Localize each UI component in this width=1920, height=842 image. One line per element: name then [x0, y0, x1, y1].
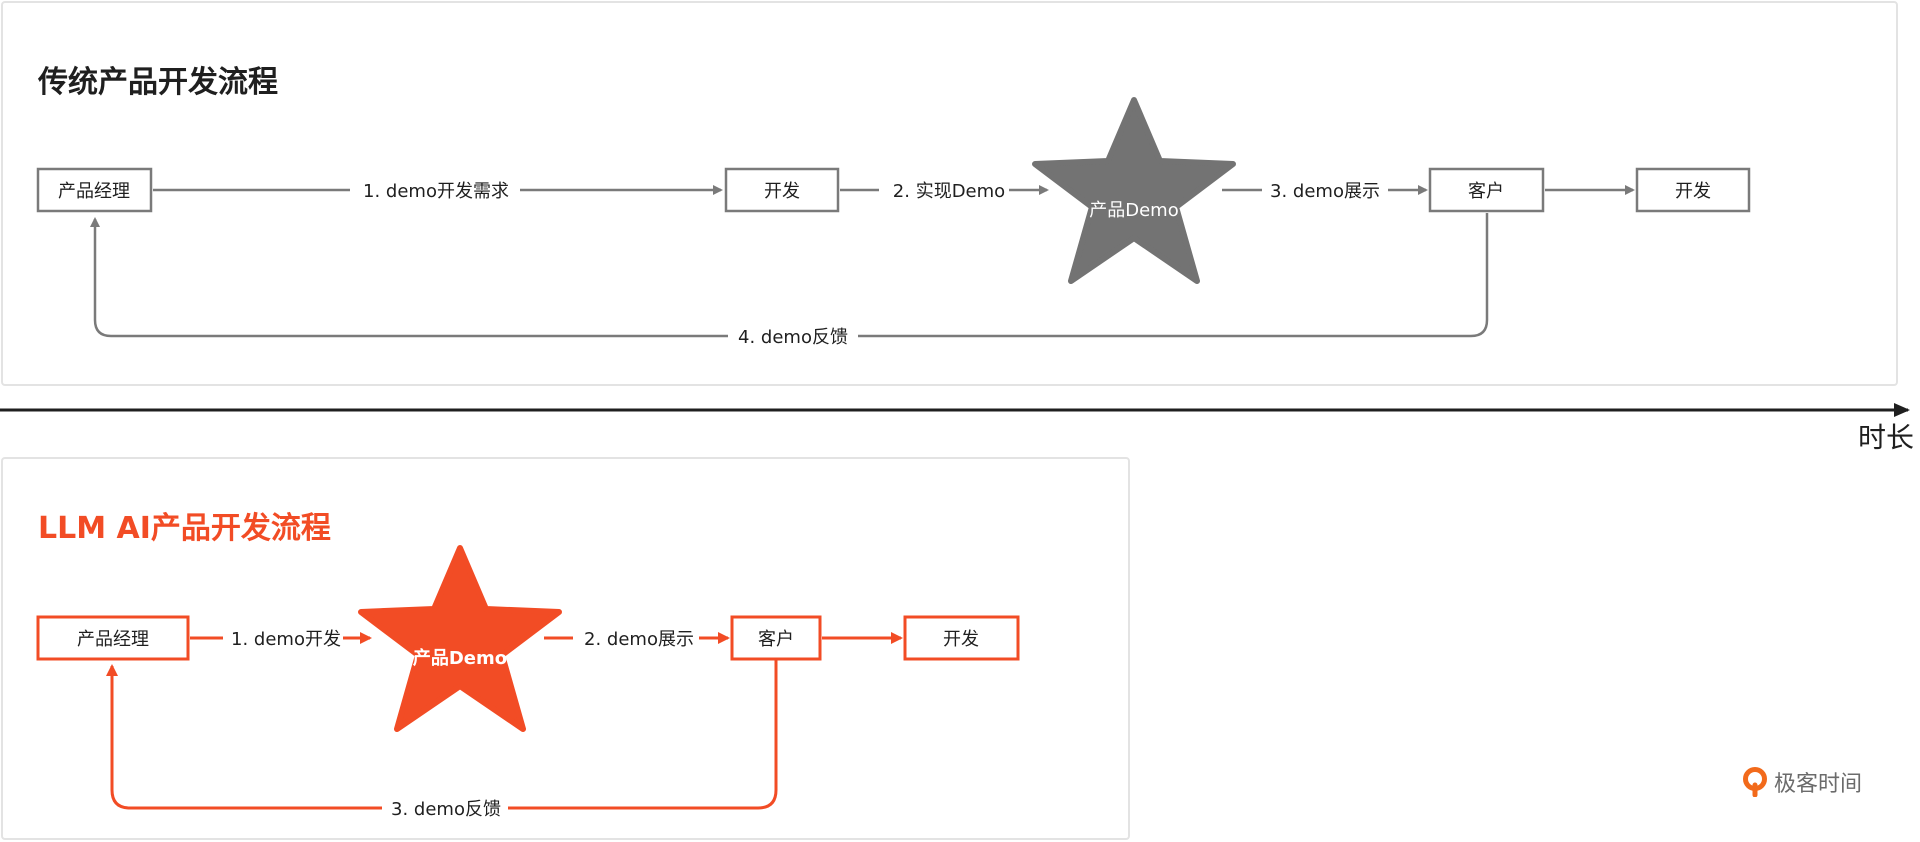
node-product-manager: 产品经理: [36, 167, 153, 213]
edge-feedback-loop: [90, 213, 1489, 338]
svg-text:开发: 开发: [764, 181, 800, 202]
svg-text:产品Demo: 产品Demo: [1089, 200, 1178, 221]
llm-edge-label-2: 2. demo展示: [584, 629, 694, 650]
llm-flow-title: LLM AI产品开发流程: [38, 511, 331, 546]
svg-text:开发: 开发: [943, 629, 979, 650]
llm-node-client: 客户: [730, 615, 822, 661]
svg-text:产品经理: 产品经理: [77, 629, 149, 650]
node-client: 客户: [1428, 167, 1545, 213]
edge-label-4: 4. demo反馈: [738, 327, 848, 348]
watermark: 极客时间: [1742, 764, 1862, 800]
watermark-text: 极客时间: [1774, 772, 1863, 797]
svg-text:客户: 客户: [1468, 181, 1504, 202]
star-icon: [358, 545, 562, 732]
llm-node-dev: 开发: [903, 615, 1020, 661]
llm-edge-label-1: 1. demo开发: [231, 629, 341, 650]
svg-text:客户: 客户: [758, 629, 794, 650]
star-icon: [1032, 97, 1236, 284]
llm-node-product-demo-star: 产品Demo: [358, 545, 562, 732]
llm-node-product-manager: 产品经理: [36, 615, 190, 661]
node-dev-1: 开发: [724, 167, 840, 213]
time-axis-label: 时长: [1858, 421, 1915, 454]
svg-text:产品Demo: 产品Demo: [413, 647, 507, 669]
llm-edge-label-3: 3. demo反馈: [391, 799, 501, 820]
traditional-edges: [90, 185, 1635, 338]
svg-text:产品经理: 产品经理: [58, 181, 130, 202]
edge-label-1: 1. demo开发需求: [363, 181, 509, 202]
node-dev-2: 开发: [1635, 167, 1751, 213]
svg-text:开发: 开发: [1675, 181, 1711, 202]
node-product-demo-star: 产品Demo: [1032, 97, 1236, 284]
edge-label-3: 3. demo展示: [1270, 181, 1380, 202]
traditional-flow-title: 传统产品开发流程: [38, 65, 278, 100]
geektime-logo-icon: [1743, 767, 1767, 797]
edge-label-2: 2. 实现Demo: [893, 181, 1005, 202]
